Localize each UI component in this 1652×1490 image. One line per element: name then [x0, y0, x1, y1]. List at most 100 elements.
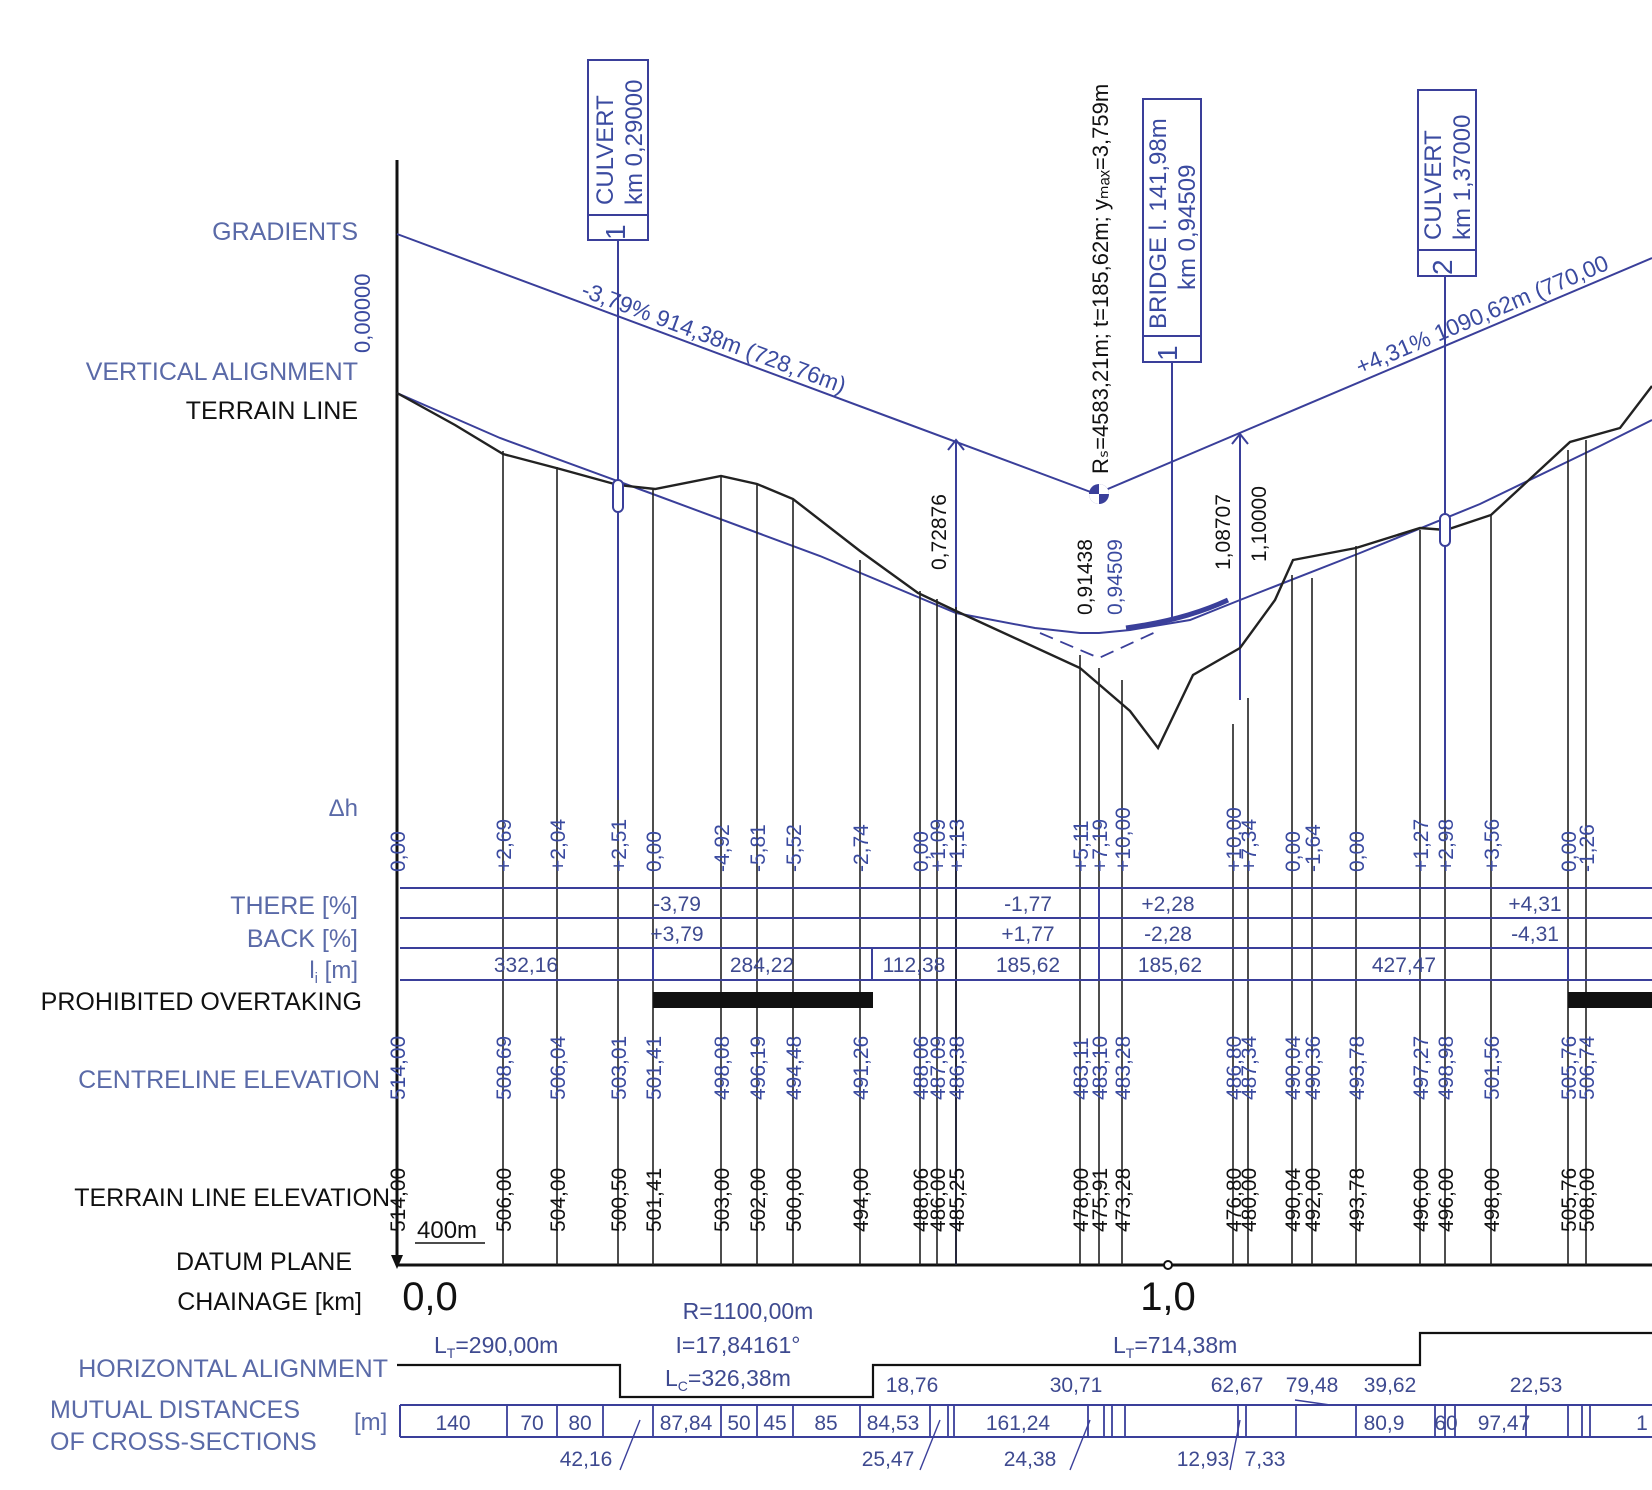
datum-value: 400m [417, 1217, 477, 1244]
dh-value: 0,00 [643, 831, 666, 872]
centreline-elevation-value: 496,19 [747, 1036, 770, 1100]
centreline-elevation-value: 486,80 [1223, 1036, 1246, 1100]
centreline-elevation-value: 487,34 [1238, 1035, 1261, 1100]
point-0-72876: 0,72876 [928, 494, 951, 570]
distance-value: 1 [1636, 1412, 1648, 1435]
chainage-0: 0,0 [402, 1275, 458, 1319]
vertical-alignment-line [396, 392, 1652, 659]
dh-value: +7,19 [1089, 819, 1112, 872]
label-delta-h: Δh [329, 795, 358, 822]
chainage-1: 1,0 [1140, 1275, 1196, 1319]
horizontal-alignment-line [397, 1331, 1652, 1399]
leader-line [919, 1419, 941, 1471]
svg-text:km 1,37000: km 1,37000 [1449, 115, 1476, 240]
station-labels: 0,00514,00514,00+2,69508,69506,00+2,0450… [387, 807, 1599, 1232]
dh-value: 0,00 [1282, 831, 1305, 872]
terrain-elevation-value: 504,00 [547, 1168, 570, 1232]
distance-value: 84,53 [867, 1412, 920, 1435]
terrain-elevation-value: 496,00 [1435, 1168, 1458, 1232]
li-1: 332,16 [494, 954, 558, 977]
terrain-elevation-value: 492,00 [1302, 1168, 1325, 1232]
distance-value-below: 25,47 [862, 1448, 915, 1471]
km-marker [1163, 1260, 1173, 1270]
label-terrain-line-elevation: TERRAIN LINE ELEVATION [74, 1184, 390, 1212]
terrain-elevation-value: 478,00 [1070, 1168, 1093, 1232]
dh-value: -5,52 [783, 824, 806, 872]
ha-lt2: LT=714,38m [1113, 1332, 1237, 1361]
datum-arrow [391, 1255, 403, 1269]
label-datum-plane: DATUM PLANE [176, 1248, 352, 1276]
distance-value: 60 [1434, 1412, 1457, 1435]
svg-text:CULVERT: CULVERT [1420, 130, 1447, 240]
terrain-elevation-value: 496,00 [1410, 1168, 1433, 1232]
distance-value-above: 18,76 [886, 1374, 939, 1397]
centreline-elevation-value: 501,56 [1481, 1036, 1504, 1100]
label-there: THERE [%] [230, 892, 358, 920]
terrain-elevation-value: 501,41 [643, 1168, 666, 1232]
centreline-elevation-value: 501,41 [643, 1036, 666, 1100]
li-6: 427,47 [1372, 954, 1436, 977]
terrain-elevation-value: 503,00 [711, 1168, 734, 1232]
terrain-elevation-value: 485,25 [946, 1168, 969, 1232]
centreline-elevation-value: 506,04 [547, 1035, 570, 1100]
dh-value: -1,64 [1302, 824, 1325, 872]
centreline-elevation-value: 483,10 [1089, 1036, 1112, 1100]
terrain-elevation-value: 473,28 [1112, 1168, 1135, 1232]
dh-value: +10,00 [1223, 807, 1246, 872]
terrain-elevation-value: 498,00 [1481, 1168, 1504, 1232]
back-1: +3,79 [650, 923, 703, 946]
svg-text:1: 1 [1152, 345, 1183, 361]
label-chainage: CHAINAGE [km] [177, 1288, 362, 1316]
centreline-elevation-value: 506,74 [1576, 1035, 1599, 1100]
terrain-elevation-value: 502,00 [747, 1168, 770, 1232]
dh-value: +7,34 [1238, 819, 1261, 872]
terrain-elevation-value: 486,00 [927, 1168, 950, 1232]
centreline-elevation-value: 490,36 [1302, 1036, 1325, 1100]
centreline-elevation-value: 483,11 [1070, 1037, 1093, 1100]
dh-value: +10,00 [1112, 807, 1135, 872]
prohibited-overtaking-bar-2 [1568, 992, 1652, 1008]
grade-lines [396, 233, 1652, 1265]
leader-line [1294, 1399, 1331, 1406]
mutual-distances-grid [399, 1404, 1652, 1438]
label-gradients: GRADIENTS [212, 218, 358, 246]
leader-line [619, 1419, 641, 1471]
centreline-elevation-value: 493,78 [1346, 1036, 1369, 1100]
grade-start-value: 0,00000 [350, 273, 375, 353]
point-0-94509: 0,94509 [1104, 539, 1127, 615]
there-1: -3,79 [653, 893, 701, 916]
there-2: -1,77 [1004, 893, 1052, 916]
svg-text:km 0,29000: km 0,29000 [621, 80, 648, 205]
label-horizontal-alignment: HORIZONTAL ALIGNMENT [78, 1355, 388, 1383]
dh-value: 0,00 [910, 831, 933, 872]
ha-lt1: LT=290,00m [434, 1332, 558, 1361]
there-3: +2,28 [1141, 893, 1194, 916]
centreline-elevation-value: 508,69 [493, 1036, 516, 1100]
terrain-elevation-value: 490,04 [1282, 1167, 1305, 1232]
grade-2-label: +4,31% 1090,62m (770,00 [1352, 249, 1612, 379]
terrain-elevation-value: 476,80 [1223, 1168, 1246, 1232]
terrain-elevation-value: 488,06 [910, 1168, 933, 1232]
terrain-line [396, 385, 1652, 751]
label-li: li [m] [309, 957, 358, 987]
ha-radius: R=1100,00m [683, 1298, 814, 1324]
prohibited-overtaking-bar-1 [653, 992, 873, 1008]
dh-value: +2,69 [493, 819, 516, 872]
distance-value-above: 30,71 [1050, 1374, 1103, 1397]
dh-value: 0,00 [1346, 831, 1369, 872]
dh-value: 0,00 [387, 831, 410, 872]
back-2: +1,77 [1001, 923, 1054, 946]
dh-value: +1,09 [927, 819, 950, 872]
centreline-elevation-value: 503,01 [608, 1036, 631, 1100]
centreline-elevation-value: 514,00 [387, 1036, 410, 1100]
label-centreline-elevation: CENTRELINE ELEVATION [78, 1066, 380, 1094]
leader-line [1229, 1419, 1241, 1471]
ha-lc: LC=326,38m [665, 1365, 791, 1394]
centreline-elevation-value: 486,38 [946, 1036, 969, 1100]
grade-bands [400, 887, 1652, 981]
distance-value: 87,84 [660, 1412, 713, 1435]
distance-value-above: 39,62 [1364, 1374, 1417, 1397]
